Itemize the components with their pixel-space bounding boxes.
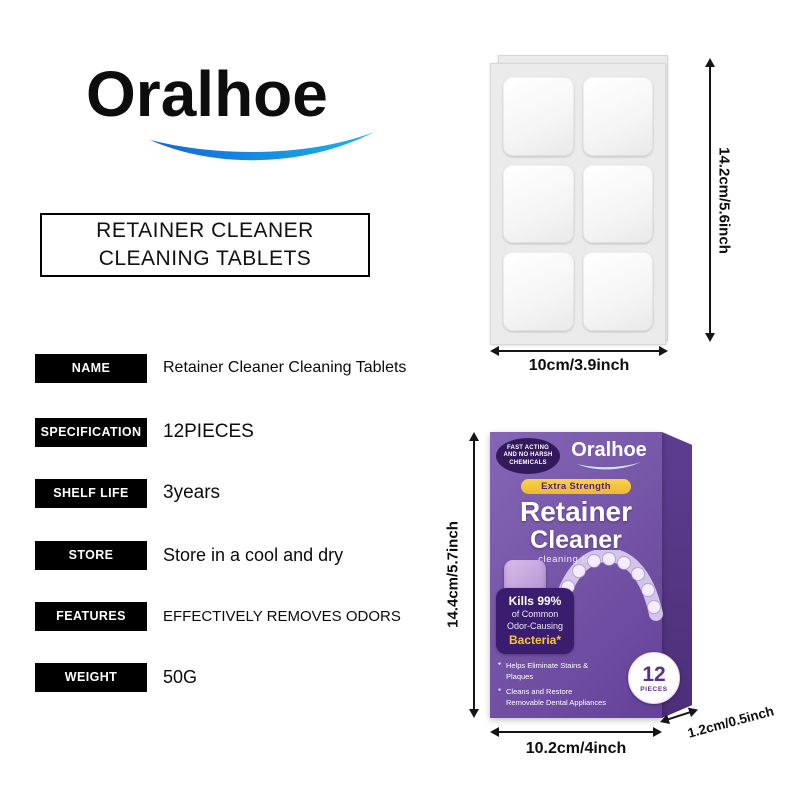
sheet-width-label: 10cm/3.9inch xyxy=(528,357,630,374)
claim-line2: of Common xyxy=(511,609,559,620)
count-badge: 12 PIECES xyxy=(628,652,680,704)
fast-acting-line2: AND NO HARSH xyxy=(503,452,553,459)
retainer-graphic xyxy=(551,550,663,621)
product-title-box: RETAINER CLEANER CLEANING TABLETS xyxy=(40,213,370,277)
spec-label: FEATURES xyxy=(35,601,147,631)
sheet-height-label: 14.2cm/5.6inch xyxy=(715,147,733,254)
brand-logo: Oralhoe xyxy=(86,62,386,162)
spec-row: STORE Store in a cool and dry xyxy=(35,540,343,570)
spec-label: STORE xyxy=(35,540,147,570)
tablet-pocket xyxy=(582,164,653,244)
sheet-width-arrow xyxy=(490,345,668,357)
spec-label: NAME xyxy=(35,353,147,383)
claim-panel: Kills 99% of Common Odor-Causing Bacteri… xyxy=(496,588,574,654)
box-front-panel: FAST ACTING AND NO HARSH CHEMICALS Oralh… xyxy=(490,432,680,718)
product-title-line2: CLEANING TABLETS xyxy=(98,247,312,270)
fast-acting-badge: FAST ACTING AND NO HARSH CHEMICALS xyxy=(496,438,560,474)
sheet-height-arrow xyxy=(704,58,716,342)
tablet-sheets-figure xyxy=(490,55,670,347)
brand-logo-text: Oralhoe xyxy=(86,58,328,130)
sheet-front xyxy=(490,63,666,345)
spec-row: SHELF LIFE 3years xyxy=(35,478,220,508)
box-brand-text: Oralhoe xyxy=(571,439,647,461)
spec-row: NAME Retainer Cleaner Cleaning Tablets xyxy=(35,353,406,383)
tablet-pocket xyxy=(582,77,653,156)
tablet-pocket xyxy=(503,164,574,244)
feature-bullet: Cleans and Restore Removable Dental Appl… xyxy=(498,686,612,709)
spec-label: SHELF LIFE xyxy=(35,478,147,508)
feature-bullet: Helps Eliminate Stains & Plaques xyxy=(498,660,612,683)
spec-value: 12PIECES xyxy=(163,421,254,442)
tablet-pocket xyxy=(503,252,574,331)
box-subtitle: cleaning tablets xyxy=(538,554,614,565)
claim-line3: Odor-Causing xyxy=(506,621,564,631)
spec-label: SPECIFICATION xyxy=(35,417,147,447)
claim-line1: Kills 99% xyxy=(508,593,562,608)
box-depth-label: 1.2cm/0.5inch xyxy=(686,703,776,741)
spec-label: WEIGHT xyxy=(35,662,147,692)
count-number: 12 xyxy=(642,662,666,686)
count-unit: PIECES xyxy=(640,685,668,693)
spec-row: WEIGHT 50G xyxy=(35,662,197,692)
box-width-arrow xyxy=(490,726,662,738)
box-logo-swoosh-icon xyxy=(577,462,641,470)
box-title-line1: Retainer xyxy=(519,496,633,527)
tablet-pocket xyxy=(582,252,653,331)
feature-bullets: Helps Eliminate Stains & Plaques Cleans … xyxy=(498,660,612,711)
claim-line4: Bacteria* xyxy=(508,632,562,647)
spec-row: SPECIFICATION 12PIECES xyxy=(35,417,254,447)
spec-value: EFFECTIVELY REMOVES ODORS xyxy=(163,607,401,625)
logo-swoosh-icon xyxy=(150,132,374,161)
spec-value: Retainer Cleaner Cleaning Tablets xyxy=(163,359,407,376)
fast-acting-line3: CHEMICALS xyxy=(509,459,547,466)
tablet-pocket xyxy=(503,77,574,156)
spec-value: 3years xyxy=(163,482,221,503)
box-brand-logo: Oralhoe xyxy=(562,440,656,471)
extra-strength-badge: Extra Strength xyxy=(521,479,631,494)
spec-value: 50G xyxy=(163,666,198,687)
box-width-label: 10.2cm/4inch xyxy=(525,740,627,757)
fast-acting-line1: FAST ACTING xyxy=(507,444,549,451)
box-height-arrow xyxy=(468,432,480,718)
box-height-label: 14.4cm/5.7inch xyxy=(444,521,462,628)
spec-row: FEATURES EFFECTIVELY REMOVES ODORS xyxy=(35,601,401,631)
spec-value: Store in a cool and dry xyxy=(163,544,344,565)
product-title-line1: RETAINER CLEANER xyxy=(96,218,314,242)
